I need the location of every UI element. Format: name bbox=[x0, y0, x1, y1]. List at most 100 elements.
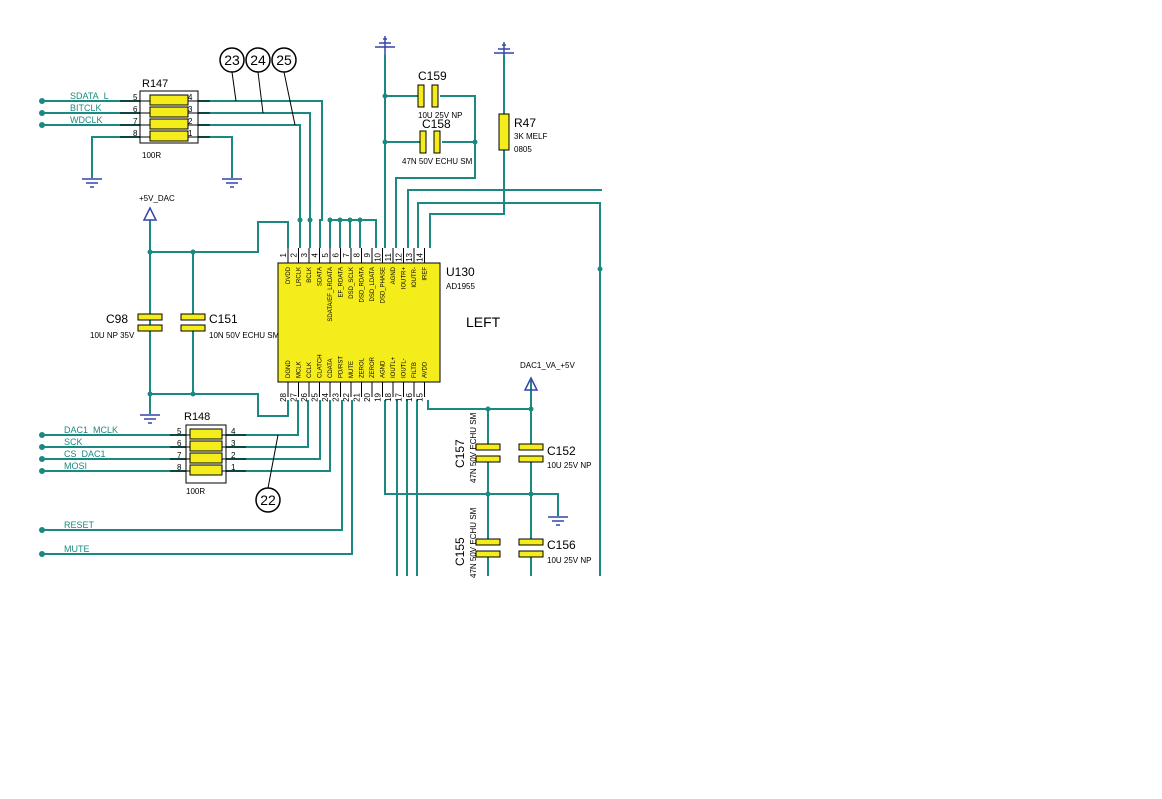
value-c98: 10U NP 35V bbox=[90, 331, 135, 340]
wire-r148-pin3 bbox=[226, 400, 309, 448]
capacitor-c152: C152 10U 25V NP bbox=[518, 443, 591, 470]
ic-pin-number: 15 bbox=[416, 392, 425, 401]
ic-pin-name: DSD_SCLK bbox=[349, 267, 355, 299]
ic-pin-number: 24 bbox=[321, 392, 330, 401]
ref-c151: C151 bbox=[209, 312, 238, 326]
ground-symbol-r147-left bbox=[82, 178, 102, 188]
ref-u130: U130 bbox=[446, 265, 475, 279]
wire-r147-pin3 bbox=[198, 112, 311, 248]
capacitor-c151: C151 10N 50V ECHU SM bbox=[180, 312, 280, 340]
net-cs-dac1: CS_DAC1 bbox=[64, 449, 106, 459]
wire-r147-pin8-gnd bbox=[91, 136, 140, 178]
wire-r147-pin2 bbox=[198, 124, 301, 248]
value-r148: 100R bbox=[186, 487, 205, 496]
resistor-r47: R47 3K MELF 0805 bbox=[498, 113, 547, 154]
ic-pin-name: AVDD bbox=[423, 361, 429, 378]
ic-pin-number: 8 bbox=[353, 252, 362, 257]
ic-pin-name: DGND bbox=[286, 360, 292, 378]
ic-pin-name: DSD_PHASE bbox=[381, 267, 387, 303]
ic-pin-number: 12 bbox=[395, 252, 404, 261]
callout-23 bbox=[219, 47, 245, 73]
callout-22-text: 22 bbox=[260, 492, 276, 508]
capacitor-c159: C159 10U 25V NP bbox=[417, 69, 462, 120]
ref-r147: R147 bbox=[142, 78, 168, 90]
ic-pin-name: BCLK bbox=[307, 267, 313, 283]
capacitor-c155: C155 47N 50V ECHU SM bbox=[453, 507, 501, 578]
r147-pin-right-1: 4 bbox=[188, 93, 193, 102]
wire-r47-bottom bbox=[429, 150, 505, 248]
value-c159: 10U 25V NP bbox=[418, 111, 462, 120]
value-r147: 100R bbox=[142, 151, 161, 160]
ic-pin-name: MCLK bbox=[297, 361, 303, 378]
callout-24 bbox=[245, 47, 271, 73]
ic-pin-number: 17 bbox=[395, 392, 404, 401]
callout-24-text: 24 bbox=[250, 52, 266, 68]
ic-pin-name: CCLK bbox=[307, 362, 313, 378]
ic-top-pins: 1DVDD2LRCLK3BCLK4SDATA5SDATA/EF_LRDATA6E… bbox=[279, 248, 429, 322]
ic-pin-number: 10 bbox=[374, 252, 383, 261]
ic-pin-number: 5 bbox=[321, 252, 330, 257]
r148-pin-right-3: 2 bbox=[231, 451, 236, 460]
ref-c159: C159 bbox=[418, 69, 447, 83]
ic-pin-number: 26 bbox=[300, 392, 309, 401]
ref-c156: C156 bbox=[547, 538, 576, 552]
part-u130: AD1955 bbox=[446, 282, 475, 291]
value-c152: 10U 25V NP bbox=[547, 461, 591, 470]
ic-pin-name: IOUTL- bbox=[402, 358, 408, 378]
wire-r147-pin1-gnd bbox=[198, 136, 233, 178]
net-mute: MUTE bbox=[64, 544, 90, 554]
resistor-network-r148: R148 100R 5 6 7 8 4 3 2 1 bbox=[170, 411, 246, 496]
net-sdata-l: SDATA_L bbox=[70, 91, 109, 101]
ic-pin-name: LRCLK bbox=[297, 267, 303, 286]
wire-pin9 bbox=[368, 219, 377, 248]
ic-pin-name: ZEROR bbox=[370, 356, 376, 378]
ground-symbol-r47-top bbox=[494, 42, 514, 55]
net-wdclk: WDCLK bbox=[70, 115, 103, 125]
ground-symbol-agnd-bottom bbox=[548, 516, 568, 526]
ic-pin-name: AGND bbox=[381, 360, 387, 378]
callout-25-text: 25 bbox=[276, 52, 292, 68]
net-sck: SCK bbox=[64, 437, 83, 447]
ic-pin-name: CLATCH bbox=[318, 354, 324, 378]
callouts: 23 24 25 22 bbox=[219, 47, 297, 513]
ic-bottom-pins: 28DGND27MCLK26CCLK25CLATCH24CDATA23PD/RS… bbox=[279, 354, 429, 401]
ic-pin-name: ZEROL bbox=[360, 357, 366, 378]
ref-c98: C98 bbox=[106, 312, 128, 326]
label-5v-dac: +5V_DAC bbox=[139, 194, 175, 203]
r147-pin-left-3: 7 bbox=[133, 117, 138, 126]
value-c151: 10N 50V ECHU SM bbox=[209, 331, 280, 340]
ic-pin-number: 6 bbox=[332, 252, 341, 257]
value-c158: 47N 50V ECHU SM bbox=[402, 157, 473, 166]
r147-pin-left-2: 6 bbox=[133, 105, 138, 114]
ic-pin-name: IOUTR+ bbox=[402, 267, 408, 290]
wire-c159-right bbox=[395, 95, 476, 248]
ic-pin-number: 13 bbox=[405, 252, 414, 261]
ref-r148: R148 bbox=[184, 411, 210, 423]
wire-dvdd-rail bbox=[150, 221, 289, 253]
ic-pin-number: 18 bbox=[384, 392, 393, 401]
ic-pin-name: DVDD bbox=[286, 266, 292, 284]
callout-22 bbox=[255, 487, 281, 513]
ic-pin-number: 23 bbox=[332, 392, 341, 401]
r147-pin-right-4: 1 bbox=[188, 129, 193, 138]
ic-pin-number: 14 bbox=[416, 252, 425, 261]
capacitor-c98: C98 10U NP 35V bbox=[90, 300, 163, 340]
r147-pin-right-3: 2 bbox=[188, 117, 193, 126]
ic-pin-name: CDATA bbox=[328, 359, 334, 378]
r147-pin-right-2: 3 bbox=[188, 105, 193, 114]
r148-pin-right-1: 4 bbox=[231, 427, 236, 436]
ref-c157: C157 bbox=[453, 439, 467, 468]
value-r47: 3K MELF bbox=[514, 132, 547, 141]
power-symbol-dac1-va: DAC1_VA_+5V bbox=[520, 361, 575, 391]
ic-pin-number: 16 bbox=[405, 392, 414, 401]
wire-r147-pin4 bbox=[198, 100, 323, 248]
ic-pin-name: MUTE bbox=[349, 361, 355, 378]
wire-ioutr-plus bbox=[407, 189, 602, 248]
capacitor-c156: C156 10U 25V NP bbox=[518, 538, 591, 565]
ic-pin-name: DSD_LDATA bbox=[370, 267, 376, 301]
r147-pin-left-4: 8 bbox=[133, 129, 138, 138]
label-dac1-va: DAC1_VA_+5V bbox=[520, 361, 575, 370]
ic-pin-name: EF_RDATA bbox=[339, 267, 345, 297]
ic-pin-number: 22 bbox=[342, 392, 351, 401]
